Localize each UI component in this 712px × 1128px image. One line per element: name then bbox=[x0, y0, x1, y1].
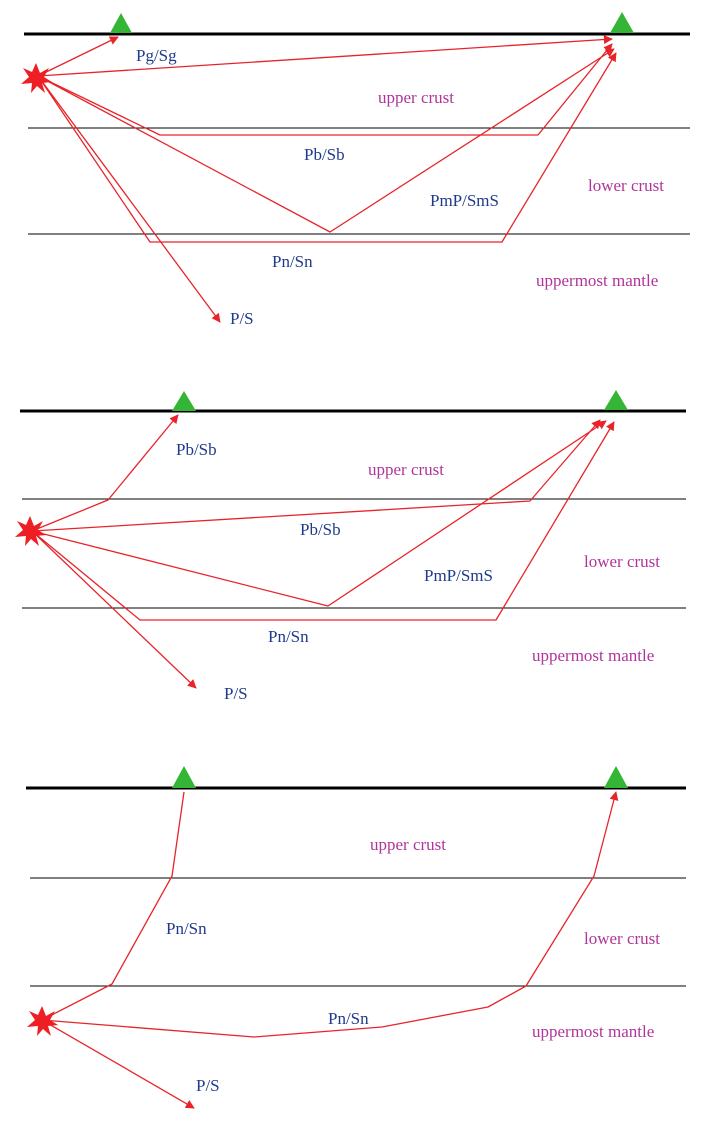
ray-pb-near bbox=[31, 414, 179, 532]
ray-pb bbox=[37, 43, 613, 136]
station-triangle-icon bbox=[110, 13, 132, 33]
ray-pg-near bbox=[37, 36, 119, 77]
ray-pmp bbox=[31, 420, 607, 607]
ray-direct-down bbox=[41, 1019, 195, 1109]
ray-pmp bbox=[37, 48, 615, 233]
panel-3: Pn/Sn Pn/Sn P/S upper crust lower crust … bbox=[26, 766, 686, 1109]
layer-label-upper-crust: upper crust bbox=[378, 88, 454, 107]
wave-label-pb-sb: Pb/Sb bbox=[300, 520, 341, 539]
wave-label-pmp-sms: PmP/SmS bbox=[430, 191, 499, 210]
layer-label-lower-crust: lower crust bbox=[584, 552, 660, 571]
ray-pn-near bbox=[41, 791, 185, 1021]
layer-label-lower-crust: lower crust bbox=[584, 929, 660, 948]
ray-pn bbox=[37, 52, 617, 243]
ray-pb-far bbox=[31, 419, 601, 532]
earthquake-source-icon bbox=[27, 1006, 58, 1036]
wave-label-pn-sn: Pn/Sn bbox=[272, 252, 313, 271]
station-triangle-icon bbox=[604, 766, 628, 788]
ray-direct-down bbox=[37, 75, 221, 323]
ray-pg-far bbox=[37, 35, 613, 77]
layer-label-uppermost-mantle: uppermost mantle bbox=[536, 271, 658, 290]
panel-1: Pg/Sg Pb/Sb PmP/SmS Pn/Sn P/S upper crus… bbox=[21, 12, 690, 328]
wave-label-pn-sn: Pn/Sn bbox=[328, 1009, 369, 1028]
layer-label-uppermost-mantle: uppermost mantle bbox=[532, 646, 654, 665]
layer-label-uppermost-mantle: uppermost mantle bbox=[532, 1022, 654, 1041]
wave-label-pb-sb: Pb/Sb bbox=[304, 145, 345, 164]
panel-2: Pb/Sb Pb/Sb PmP/SmS Pn/Sn P/S upper crus… bbox=[15, 390, 686, 703]
wave-label-pn-sn: Pn/Sn bbox=[166, 919, 207, 938]
layer-label-lower-crust: lower crust bbox=[588, 176, 664, 195]
layer-label-upper-crust: upper crust bbox=[370, 835, 446, 854]
layer-label-upper-crust: upper crust bbox=[368, 460, 444, 479]
wave-label-pg-sg: Pg/Sg bbox=[136, 46, 177, 65]
wave-label-p-s: P/S bbox=[224, 684, 248, 703]
station-triangle-icon bbox=[172, 391, 196, 411]
station-triangle-icon bbox=[172, 766, 196, 788]
station-triangle-icon bbox=[610, 12, 634, 33]
wave-label-pmp-sms: PmP/SmS bbox=[424, 566, 493, 585]
ray-pn-far bbox=[41, 791, 619, 1038]
earthquake-source-icon bbox=[15, 516, 46, 546]
wave-label-pn-sn: Pn/Sn bbox=[268, 627, 309, 646]
wave-label-p-s: P/S bbox=[196, 1076, 220, 1095]
ray-direct-down bbox=[31, 530, 197, 689]
earthquake-source-icon bbox=[21, 63, 52, 93]
wave-label-p-s: P/S bbox=[230, 309, 254, 328]
ray-pn bbox=[31, 421, 615, 621]
wave-label-pb-sb: Pb/Sb bbox=[176, 440, 217, 459]
station-triangle-icon bbox=[604, 390, 628, 410]
